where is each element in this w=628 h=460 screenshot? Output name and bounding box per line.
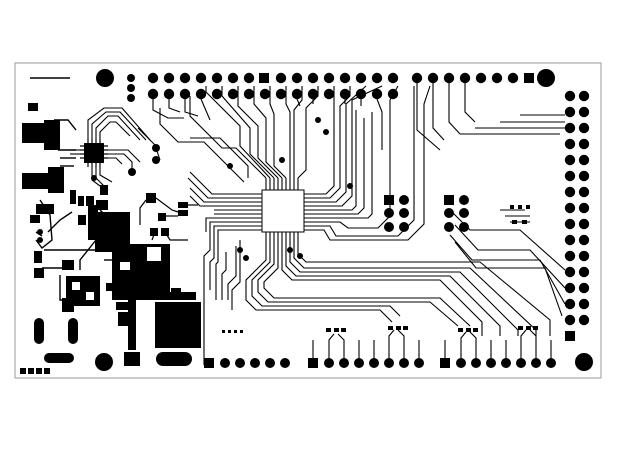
- top-header-connector: [127, 72, 534, 102]
- right-side-traces: [416, 83, 566, 317]
- chip-fanout-traces: [159, 85, 551, 365]
- pad-cluster-center: [384, 195, 409, 232]
- qfn-traces: [70, 107, 161, 191]
- test-point-row: [222, 330, 243, 333]
- left-power-section: [20, 103, 201, 374]
- tqfp-chip: [250, 178, 316, 244]
- qfn-chip: [80, 139, 108, 167]
- mid-left-circuit: [139, 193, 198, 241]
- pad-cluster-right: [444, 195, 469, 232]
- vias: [37, 117, 353, 261]
- left-small-traces: [30, 77, 118, 301]
- bottom-header-connector: [204, 358, 556, 368]
- mounting-holes: [95, 69, 593, 371]
- bottom-smd-pairs: [326, 326, 538, 332]
- misc-traces: [152, 98, 383, 150]
- right-side-header: [564, 90, 590, 341]
- power-cutouts: [72, 247, 161, 300]
- bottom-header-traces: [300, 297, 552, 358]
- small-smd-parts: [510, 205, 530, 224]
